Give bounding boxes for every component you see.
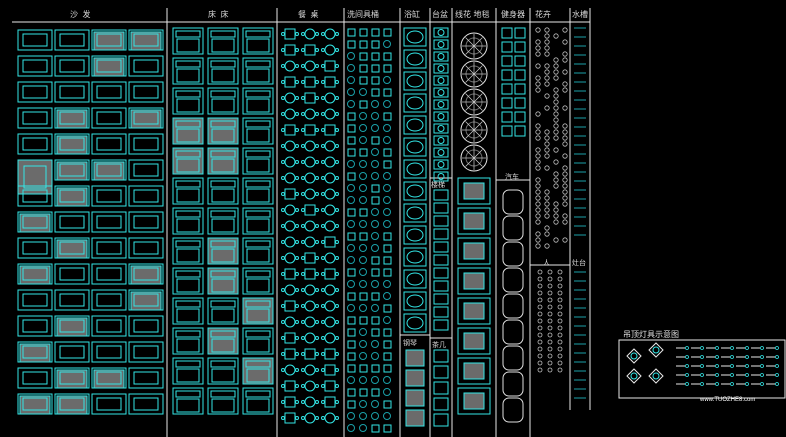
label-counter: 灶台 [572,259,586,267]
ceiling-lamp-legend [618,339,786,399]
frame-lines [12,8,591,437]
header-floor: 线花 地毯 [455,10,490,19]
label-people: 人 [543,259,550,267]
header-water: 水槽 [572,10,588,19]
cad-block-symbols [17,27,586,433]
header-bath: 洗间具桶 [347,10,379,19]
header-bathtub: 浴缸 [404,10,420,19]
label-stair: 楼梯 [431,181,445,189]
watermark: www.TUOZHE8.com [700,397,756,403]
header-bed: 床 床 [208,10,230,19]
header-basin: 台盆 [432,10,448,19]
label-piano: 钢琴 [403,339,417,347]
header-office: 健身器 [501,10,525,19]
header-dining: 餐 桌 [298,10,320,19]
label-car: 汽车 [505,173,519,181]
legend-title: 吊顶灯具示意图 [623,330,679,339]
header-plant: 花卉 [535,10,551,19]
label-tea: 茶几 [432,341,446,349]
header-sofa: 沙 发 [70,10,92,19]
